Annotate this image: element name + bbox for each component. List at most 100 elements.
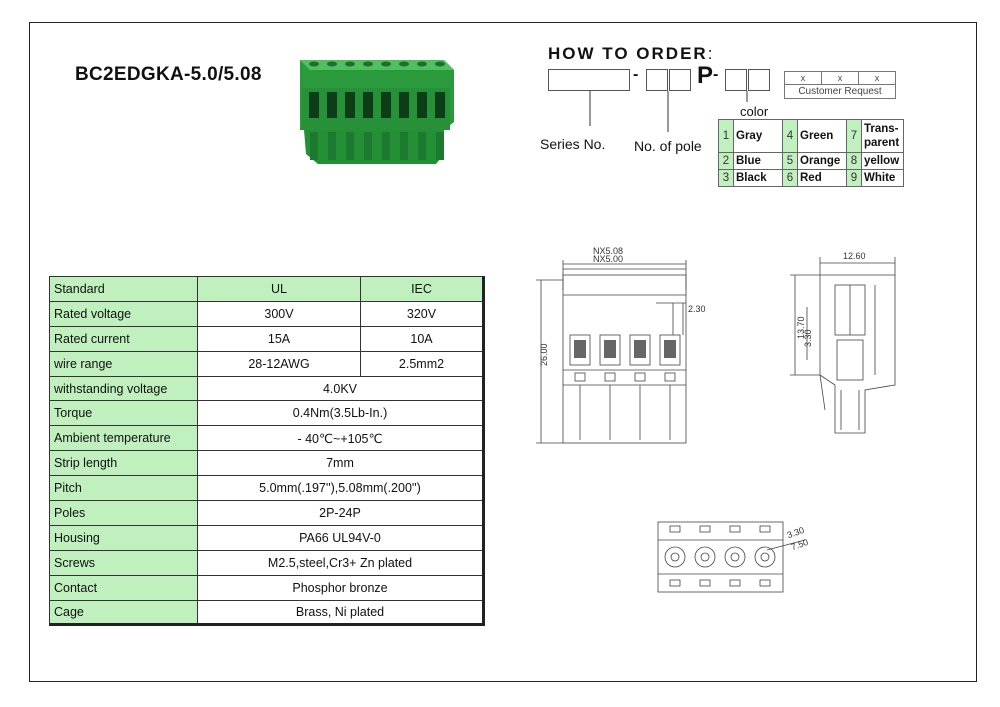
x-mark: x <box>858 71 896 85</box>
no-of-pole-label: No. of pole <box>634 138 702 154</box>
dim-height: 26.00 <box>539 343 549 366</box>
color-table: 1 Gray 4 Green 7 Trans-parent 2 Blue 5 O… <box>718 119 904 187</box>
spec-label: Housing <box>49 524 198 551</box>
color-code: 2 <box>718 152 734 170</box>
spec-table: Standard UL IEC Rated voltage 300V 320V … <box>49 276 485 627</box>
spec-label: Rated current <box>49 325 198 352</box>
dim-large: 7.50 <box>790 537 810 552</box>
spec-value: 4.0KV <box>197 375 484 402</box>
top-view-drawing: 3.30 7.50 <box>657 521 810 593</box>
screw-center <box>730 552 740 562</box>
top-slot <box>759 525 771 533</box>
color-row: 2 Blue 5 Orange 8 yellow <box>718 152 904 170</box>
color-name: Black <box>733 169 783 187</box>
wire-entry-outline <box>629 334 651 366</box>
order-leader-lines <box>589 91 748 132</box>
color-name: Trans-parent <box>861 119 904 153</box>
screw-center <box>760 552 770 562</box>
series-no-label: Series No. <box>540 136 606 152</box>
color-code: 9 <box>846 169 862 187</box>
spec-value-iec: 2.5mm2 <box>360 350 484 377</box>
bottom-slot <box>729 579 741 587</box>
wire-entry <box>399 92 409 118</box>
spec-row: Ambient temperature- 40℃~+105℃ <box>49 425 484 452</box>
clamp-window <box>664 340 676 358</box>
wire-entry-outline <box>659 334 681 366</box>
color-code-box-2 <box>748 69 770 91</box>
spec-label: Pitch <box>49 475 198 502</box>
x-mark: x <box>784 71 822 85</box>
screw-hole <box>327 61 337 67</box>
customer-request-label: Customer Request <box>784 84 896 99</box>
spec-label: Contact <box>49 574 198 601</box>
pin-rib <box>382 132 390 160</box>
spec-value: Phosphor bronze <box>197 574 484 601</box>
spec-label: Ambient temperature <box>49 425 198 452</box>
spec-value: 2P-24P <box>197 500 484 526</box>
color-code: 4 <box>782 119 798 153</box>
spec-header-ul: UL <box>197 276 361 302</box>
dim-width: 12.60 <box>843 251 866 261</box>
screw-hole <box>399 61 409 67</box>
latch-window <box>604 372 616 382</box>
color-name: Blue <box>733 152 783 170</box>
screw-hole <box>417 61 427 67</box>
spec-label: Strip length <box>49 450 198 477</box>
spec-label: wire range <box>49 350 198 377</box>
color-row: 3 Black 6 Red 9 White <box>718 169 904 187</box>
top-slot <box>729 525 741 533</box>
spec-value: M2.5,steel,Cr3+ Zn plated <box>197 549 484 576</box>
color-label: color <box>740 104 769 119</box>
spec-value: 5.0mm(.197''),5.08mm(.200'') <box>197 475 484 502</box>
bottom-slot <box>699 579 711 587</box>
dim-pin: 2.30 <box>688 304 706 314</box>
clamp-window <box>634 340 646 358</box>
screw-hole <box>381 61 391 67</box>
how-to-order-title: HOW TO ORDER: <box>548 44 715 63</box>
pole-code-box-2 <box>669 69 691 91</box>
color-name: Green <box>797 119 847 153</box>
dim-nx500: NX5.00 <box>593 254 623 264</box>
pin-rib <box>436 132 444 160</box>
color-code-box-1 <box>725 69 747 91</box>
pin-rib <box>346 132 354 160</box>
spec-label: Poles <box>49 500 198 526</box>
screw-head <box>724 546 746 568</box>
latch-window <box>574 372 586 382</box>
color-name: Orange <box>797 152 847 170</box>
pin-rib <box>418 132 426 160</box>
color-code: 1 <box>718 119 734 153</box>
pole-suffix-letter: P <box>697 62 714 89</box>
spec-row: Rated voltage 300V 320V <box>49 300 484 327</box>
color-name: yellow <box>861 152 904 170</box>
wire-entry <box>417 92 427 118</box>
wire-entry <box>363 92 373 118</box>
latch-window <box>634 372 646 382</box>
spec-label: Rated voltage <box>49 300 198 327</box>
bottom-slot <box>669 579 681 587</box>
clamp-window <box>574 340 586 358</box>
wire-entry <box>381 92 391 118</box>
color-code: 8 <box>846 152 862 170</box>
pole-code-box-1 <box>646 69 668 91</box>
x-mark: x <box>821 71 859 85</box>
spec-label: Screws <box>49 549 198 576</box>
spec-row: wire range 28-12AWG 2.5mm2 <box>49 350 484 377</box>
top-slot <box>699 525 711 533</box>
side-view-drawing: 12.60 13.70 3.30 <box>790 251 896 434</box>
color-code: 7 <box>846 119 862 153</box>
spec-label: Cage <box>49 599 198 626</box>
color-name: Red <box>797 169 847 187</box>
spec-value-ul: 15A <box>197 325 361 352</box>
spec-value: Brass, Ni plated <box>197 599 484 626</box>
bottom-slot <box>759 579 771 587</box>
screw-center <box>670 552 680 562</box>
wire-entry <box>309 92 319 118</box>
